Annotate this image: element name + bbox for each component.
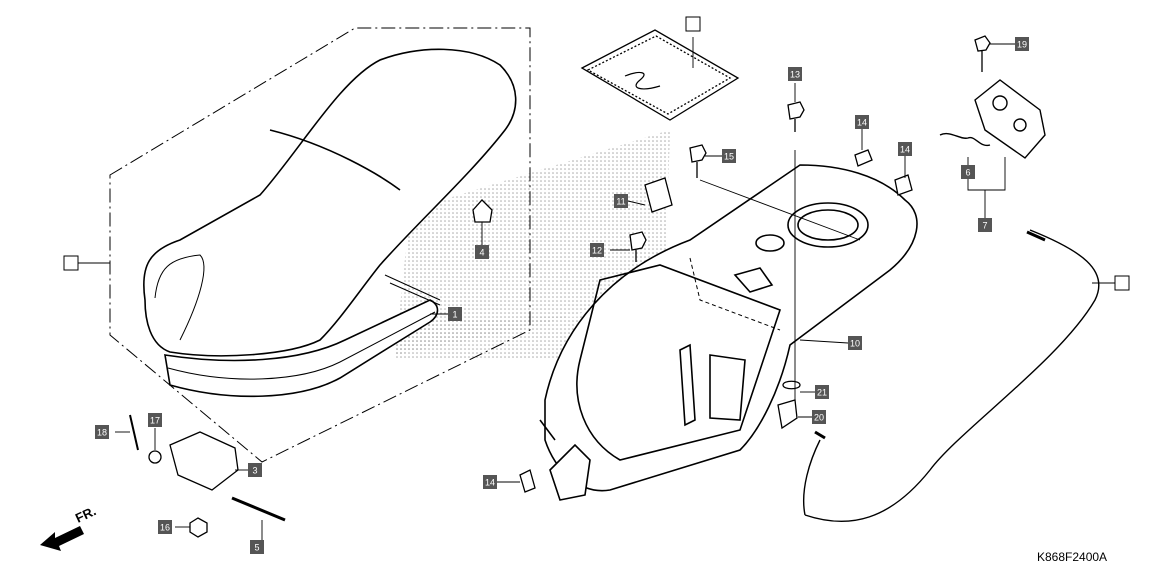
seat-bounding-box	[109, 27, 531, 463]
seat-lock	[939, 79, 1046, 159]
bolt-13	[787, 101, 805, 132]
callout-14c: 14	[483, 475, 497, 489]
callout-19: 19	[1015, 37, 1029, 51]
svg-text:11: 11	[616, 197, 625, 207]
hook-11	[644, 177, 673, 213]
svg-text:20: 20	[814, 413, 824, 423]
svg-text:3: 3	[252, 466, 257, 476]
document-bag	[580, 29, 740, 121]
callout-5: 5	[250, 540, 264, 554]
callout-14a: 14	[855, 115, 869, 129]
leader-lines	[78, 37, 1115, 540]
front-direction-indicator: FR.	[40, 503, 98, 551]
figure-code: K868F2400A	[1037, 550, 1107, 564]
washer-17	[148, 450, 162, 464]
svg-text:17: 17	[150, 416, 160, 426]
bolt-15	[689, 144, 707, 178]
callout-15: 15	[722, 149, 736, 163]
svg-text:10: 10	[850, 339, 860, 349]
svg-text:1: 1	[452, 310, 457, 320]
callout-boxes: 1 3 4 5 6 7 10 11 12 13 14 14 14 15 16 1…	[95, 37, 1029, 554]
callout-3: 3	[248, 463, 262, 477]
callout-1: 1	[448, 307, 462, 321]
svg-text:16: 16	[160, 523, 170, 533]
callout-4: 4	[475, 245, 489, 259]
callout-14b: 14	[898, 142, 912, 156]
blank-callouts	[63, 16, 1130, 291]
luggage-box	[539, 164, 918, 501]
callout-document-bag	[685, 16, 701, 32]
clip-14c	[519, 469, 536, 493]
callout-7: 7	[978, 218, 992, 232]
callout-21: 21	[815, 385, 829, 399]
bolt-19	[974, 35, 991, 72]
washer-21	[782, 380, 801, 390]
svg-text:FR.: FR.	[73, 503, 98, 525]
front-arrow-icon	[40, 526, 84, 551]
callout-6: 6	[961, 165, 975, 179]
svg-text:21: 21	[817, 388, 827, 398]
svg-text:13: 13	[790, 70, 800, 80]
nut-16	[189, 517, 208, 538]
svg-text:6: 6	[965, 168, 970, 178]
small-parts	[129, 35, 991, 538]
seat-assembly	[143, 48, 517, 398]
svg-text:14: 14	[857, 118, 867, 128]
cap-20	[777, 399, 798, 430]
callout-17: 17	[148, 413, 162, 427]
callout-18: 18	[95, 425, 109, 439]
bracket-3	[169, 431, 239, 491]
clip-14b	[894, 174, 913, 196]
clip-14a	[854, 149, 873, 167]
svg-text:19: 19	[1017, 40, 1027, 50]
bolt-12	[629, 231, 647, 262]
svg-text:14: 14	[900, 145, 910, 155]
svg-text:15: 15	[724, 152, 734, 162]
callout-seat-assembly	[63, 255, 79, 271]
callout-seat-cable	[1114, 275, 1130, 291]
svg-text:18: 18	[97, 428, 107, 438]
pin-5	[231, 496, 286, 522]
svg-text:7: 7	[982, 221, 987, 231]
seat-cable	[803, 229, 1100, 523]
callout-12: 12	[590, 243, 604, 257]
svg-text:4: 4	[479, 248, 484, 258]
callout-13: 13	[788, 67, 802, 81]
callout-10: 10	[848, 336, 862, 350]
callout-11: 11	[614, 194, 628, 208]
svg-text:12: 12	[592, 246, 602, 256]
callout-16: 16	[158, 520, 172, 534]
callout-20: 20	[812, 410, 826, 424]
pin-18	[129, 414, 139, 451]
rubber-cushion-part	[472, 199, 493, 223]
svg-text:5: 5	[254, 543, 259, 553]
svg-text:14: 14	[485, 478, 495, 488]
